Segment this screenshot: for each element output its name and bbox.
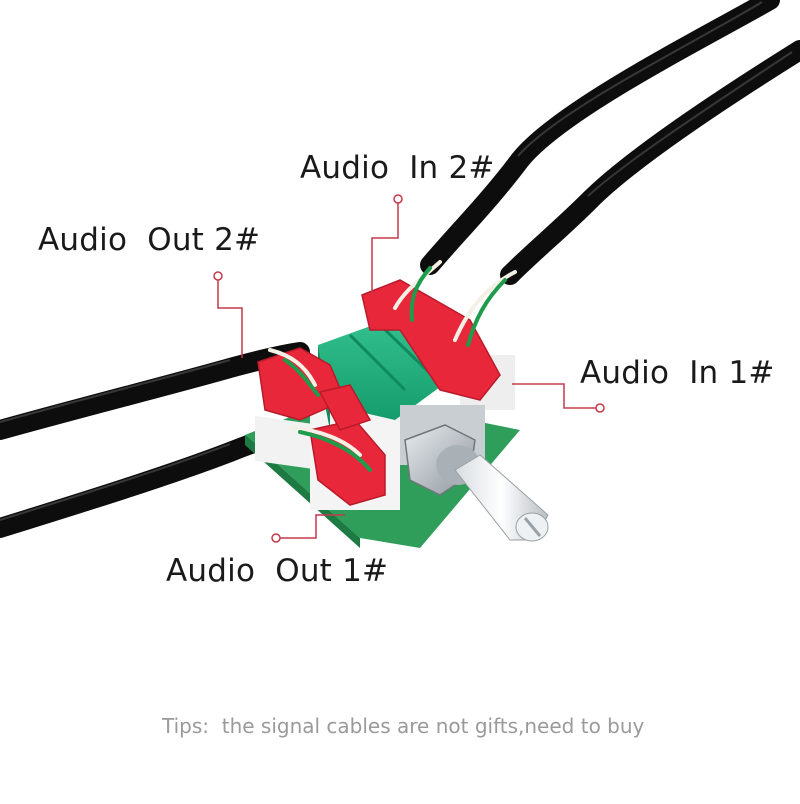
label-audio-out-1: Audio Out 1# <box>166 553 389 589</box>
signal-wires <box>268 260 517 472</box>
label-audio-in-2: Audio In 2# <box>300 150 495 186</box>
cable-audio-in-2 <box>420 0 780 275</box>
leader-audio-out-2 <box>217 280 243 358</box>
label-audio-out-2: Audio Out 2# <box>38 222 261 258</box>
leader-lines <box>217 203 596 539</box>
label-audio-in-1: Audio In 1# <box>580 355 775 391</box>
tips-note: Tips: the signal cables are not gifts,ne… <box>162 714 645 738</box>
potentiometer-shaft <box>404 424 549 542</box>
leader-audio-in-2 <box>371 203 399 295</box>
leader-audio-in-1 <box>512 383 596 409</box>
leader-audio-out-1 <box>280 514 345 539</box>
cable-audio-in-1 <box>500 40 800 285</box>
